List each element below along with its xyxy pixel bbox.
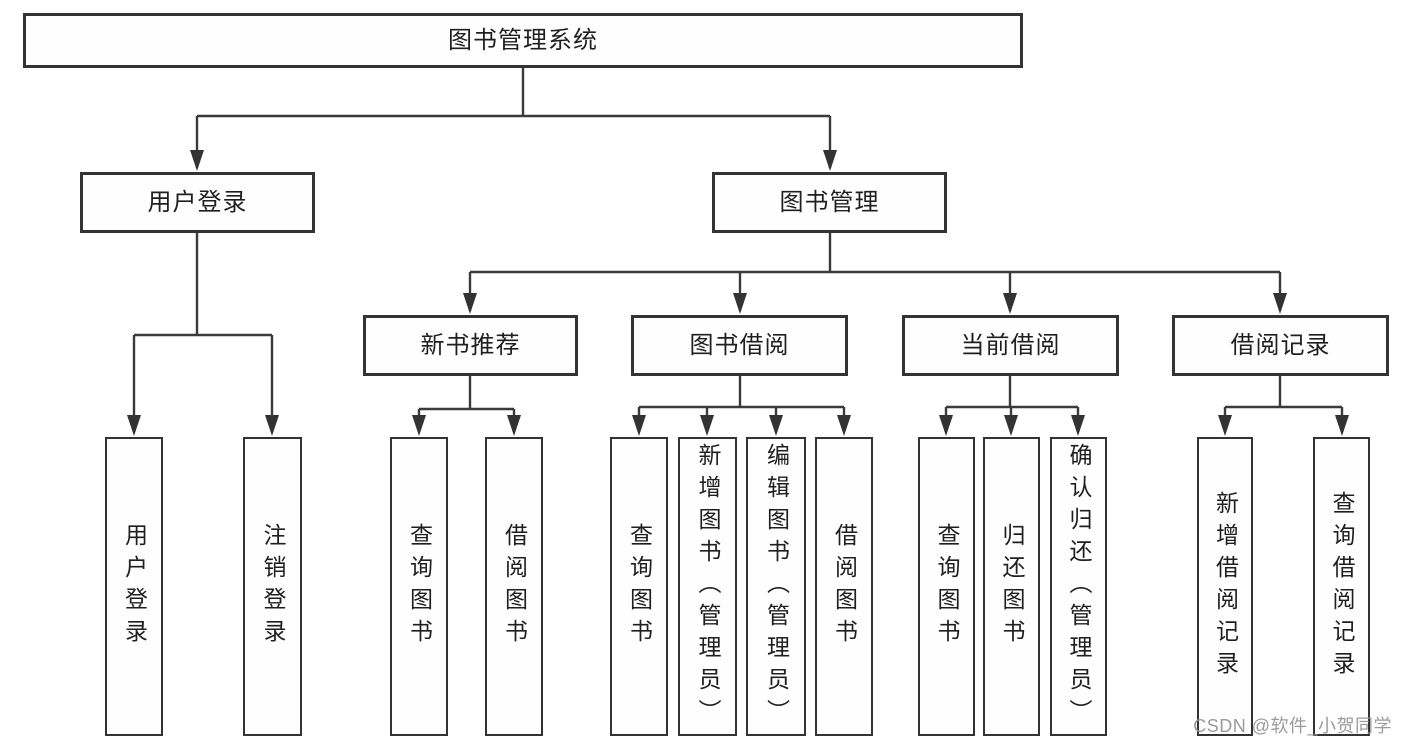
node-borrow-records-label: 借阅记录	[1230, 331, 1331, 359]
leaf-add-borrow-record-label: 新增借阅记录	[1212, 490, 1239, 683]
leaf-return-books: 归还图书	[983, 437, 1040, 736]
node-root: 图书管理系统	[23, 13, 1023, 68]
node-new-book-recommend: 新书推荐	[363, 315, 578, 376]
leaf-query-books-current-label: 查询图书	[934, 522, 960, 651]
leaf-edit-books-admin-label: 编辑图书（管理员）	[763, 442, 790, 731]
leaf-logout-login: 注销登录	[243, 437, 302, 736]
leaf-edit-books-admin: 编辑图书（管理员）	[746, 437, 806, 736]
leaf-query-borrow-record-label: 查询借阅记录	[1329, 490, 1355, 683]
node-book-borrow-label: 图书借阅	[689, 331, 790, 359]
node-borrow-records: 借阅记录	[1172, 315, 1389, 376]
arrowheads	[127, 150, 1349, 436]
leaf-borrow-books-recommend: 借阅图书	[485, 437, 543, 736]
node-book-management-label: 图书管理	[779, 188, 880, 216]
leaf-query-books-recommend: 查询图书	[390, 437, 448, 736]
leaf-borrow-books-borrow: 借阅图书	[815, 437, 873, 736]
leaf-query-books-borrow-label: 查询图书	[626, 522, 653, 651]
leaf-return-books-label: 归还图书	[999, 522, 1025, 651]
node-user-login-label: 用户登录	[147, 188, 248, 216]
leaf-query-books-recommend-label: 查询图书	[406, 522, 433, 651]
leaf-query-books-current: 查询图书	[918, 437, 975, 736]
leaf-query-books-borrow: 查询图书	[610, 437, 668, 736]
leaf-add-borrow-record: 新增借阅记录	[1197, 437, 1253, 736]
leaf-user-login: 用户登录	[105, 437, 163, 736]
watermark: CSDN @软件_小贺同学	[1193, 716, 1392, 736]
node-root-label: 图书管理系统	[448, 26, 598, 54]
node-book-management: 图书管理	[712, 172, 947, 233]
node-current-borrow: 当前借阅	[902, 315, 1119, 376]
node-new-book-recommend-label: 新书推荐	[420, 331, 521, 359]
node-user-login: 用户登录	[80, 172, 315, 233]
leaf-confirm-return-admin: 确认归还（管理员）	[1050, 437, 1107, 736]
leaf-query-borrow-record: 查询借阅记录	[1313, 437, 1370, 736]
leaf-logout-login-label: 注销登录	[260, 522, 286, 651]
leaf-borrow-books-recommend-label: 借阅图书	[501, 522, 528, 651]
leaf-add-books-admin-label: 新增图书（管理员）	[695, 442, 721, 731]
node-book-borrow: 图书借阅	[631, 315, 848, 376]
leaf-confirm-return-admin-label: 确认归还（管理员）	[1066, 442, 1092, 731]
leaf-add-books-admin: 新增图书（管理员）	[678, 437, 737, 736]
leaf-borrow-books-borrow-label: 借阅图书	[831, 522, 858, 651]
node-current-borrow-label: 当前借阅	[960, 331, 1061, 359]
leaf-user-login-label: 用户登录	[121, 522, 148, 651]
